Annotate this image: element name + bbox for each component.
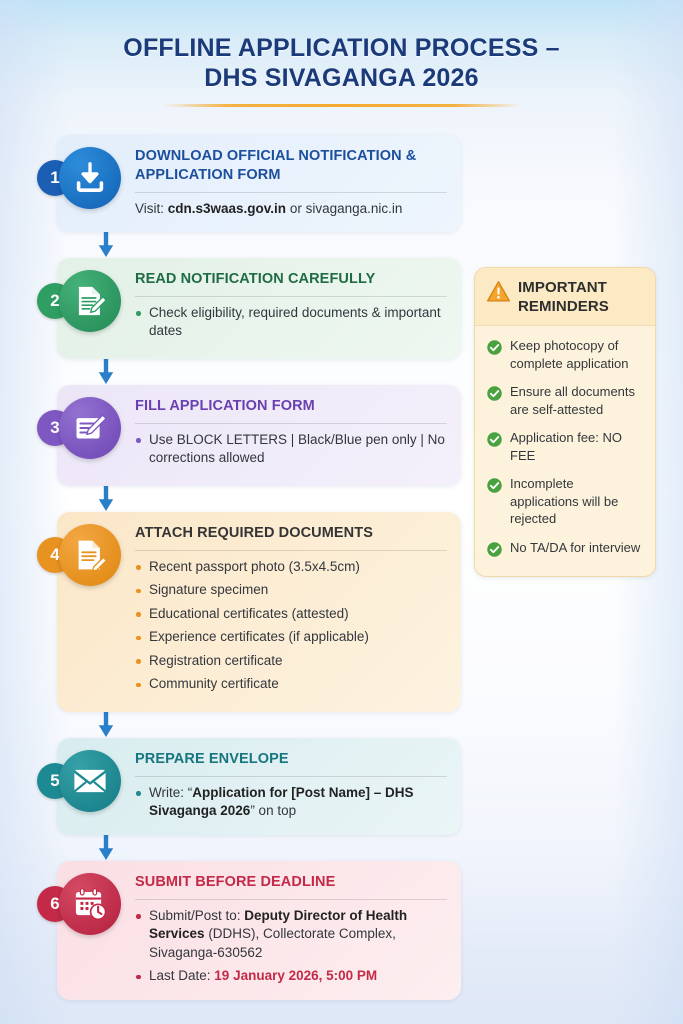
step-title-divider [135,775,447,777]
step-card: 5 PREPARE ENVELOPE Write: “Application f… [37,737,461,835]
step-title: DOWNLOAD OFFICIAL NOTIFICATION & APPLICA… [135,148,417,183]
check-circle-icon [486,337,503,361]
reminder-text: Incomplete applications will be rejected [510,476,619,526]
check-circle-icon [486,383,503,407]
list-item: Use BLOCK LETTERS | Black/Blue pen only … [135,431,447,468]
step-card: 2 READ NOTIFICATION CAREFULLY Check elig… [37,257,461,359]
step-body: Submit/Post to: Deputy Director of Healt… [135,907,447,986]
document-pencil-icon [59,269,121,332]
calendar-deadline-icon [59,872,121,935]
step-icon-cluster: 5 [37,749,129,812]
reminders-title-line-2: REMINDERS [518,298,609,315]
reminder-item: Keep photocopy of complete application [486,337,644,372]
step-body-highlight: Sivaganga 2026 [149,803,251,818]
page-header: OFFLINE APPLICATION PROCESS – DHS SIVAGA… [0,0,683,107]
step-body-highlight: cdn.s3waas.gov.in [167,201,287,216]
reminders-title: IMPORTANT REMINDERS [518,278,609,316]
list-item: Check eligibility, required documents & … [135,304,447,341]
list-item: Recent passport photo (3.5x4.5cm) [135,558,447,577]
reminder-text: Ensure all documents are self-attested [510,384,636,417]
step-title-divider [135,898,447,900]
check-circle-icon [486,429,503,453]
step-title-divider [135,549,447,551]
check-circle-icon [486,475,503,499]
reminder-item: Ensure all documents are self-attested [486,383,644,418]
step-title: SUBMIT BEFORE DEADLINE [135,873,336,890]
step-body-text: Visit: cdn.s3waas.gov.in or sivaganga.ni… [135,201,403,216]
reminder-text: No TA/DA for interview [510,539,641,555]
process-step-4: 4 ATTACH REQUIRED DOCUMENTS Recent passp… [37,511,461,712]
step-title-divider [135,422,447,424]
step-body: Write: “Application for [Post Name] – DH… [135,784,447,821]
reminders-title-line-1: IMPORTANT [518,279,607,296]
step-icon-cluster: 4 [37,523,129,586]
list-item: Experience certificates (if applicable) [135,628,447,647]
process-step-3: 3 FILL APPLICATION FORM Use BLOCK LETTER… [37,384,461,486]
step-card: 6 SUBMIT BEFORE DEADLINE Submit/Post to:… [37,860,461,1000]
check-circle-icon [486,539,503,563]
step-card: 4 ATTACH REQUIRED DOCUMENTS Recent passp… [37,511,461,712]
step-body: Use BLOCK LETTERS | Black/Blue pen only … [135,431,447,468]
process-step-2: 2 READ NOTIFICATION CAREFULLY Check elig… [37,257,461,359]
deadline-value: 19 January 2026, 5:00 PM [214,968,378,983]
important-reminders-panel: IMPORTANT REMINDERS Keep photocopy of co… [474,267,656,577]
step-bullet-list: Submit/Post to: Deputy Director of Healt… [135,907,447,986]
process-step-6: 6 SUBMIT BEFORE DEADLINE Submit/Post to:… [37,860,461,1000]
step-title: READ NOTIFICATION CAREFULLY [135,270,376,287]
attach-document-icon [59,523,121,586]
step-bullet-list: Check eligibility, required documents & … [135,304,447,341]
list-item: Write: “Application for [Post Name] – DH… [135,784,447,821]
form-pen-icon [59,396,121,459]
step-body: Visit: cdn.s3waas.gov.in or sivaganga.ni… [135,200,447,219]
step-body: Check eligibility, required documents & … [135,304,447,341]
step-title-divider [135,295,447,297]
step-body: Recent passport photo (3.5x4.5cm) Signatu… [135,558,447,694]
page-title-line-2: DHS SIVAGANGA 2026 [204,64,479,92]
step-icon-cluster: 6 [37,872,129,935]
step-icon-cluster: 3 [37,396,129,459]
reminders-header: IMPORTANT REMINDERS [475,268,655,326]
reminder-text: Application fee: NO FEE [510,430,623,463]
reminder-item: No TA/DA for interview [486,539,644,563]
step-icon-cluster: 1 [37,147,129,209]
step-card: 1 DOWNLOAD OFFICIAL NOTIFICATION & APPLI… [37,135,461,232]
process-flow: 1 DOWNLOAD OFFICIAL NOTIFICATION & APPLI… [37,135,461,1000]
reminder-item: Incomplete applications will be rejected [486,475,644,528]
flow-arrow-down-icon [57,485,461,512]
flow-arrow-down-icon [57,358,461,385]
step-body-highlight: Application for [Post Name] – DHS [192,784,414,800]
list-item: Registration certificate [135,652,447,671]
step-card: 3 FILL APPLICATION FORM Use BLOCK LETTER… [37,384,461,486]
step-title: FILL APPLICATION FORM [135,397,315,414]
flow-arrow-down-icon [57,231,461,258]
page-title-line-1: OFFLINE APPLICATION PROCESS – [123,34,560,62]
flow-arrow-down-icon [57,711,461,738]
flow-arrow-down-icon [57,834,461,861]
step-title: PREPARE ENVELOPE [135,750,289,767]
list-item: Educational certificates (attested) [135,605,447,624]
warning-triangle-icon [486,278,511,309]
list-item: Last Date: 19 January 2026, 5:00 PM [135,967,447,986]
step-title: ATTACH REQUIRED DOCUMENTS [135,524,373,541]
process-step-1: 1 DOWNLOAD OFFICIAL NOTIFICATION & APPLI… [37,135,461,232]
list-item: Community certificate [135,675,447,694]
reminder-text: Keep photocopy of complete application [510,338,629,371]
list-item: Signature specimen [135,581,447,600]
reminder-item: Application fee: NO FEE [486,429,644,464]
step-title-divider [135,192,447,193]
step-bullet-list: Write: “Application for [Post Name] – DH… [135,784,447,821]
title-underline-rule [162,104,521,107]
step-icon-cluster: 2 [37,269,129,332]
step-bullet-list: Recent passport photo (3.5x4.5cm) Signatu… [135,558,447,694]
envelope-icon [59,749,121,812]
process-step-5: 5 PREPARE ENVELOPE Write: “Application f… [37,737,461,835]
step-bullet-list: Use BLOCK LETTERS | Black/Blue pen only … [135,431,447,468]
list-item: Submit/Post to: Deputy Director of Healt… [135,907,447,963]
step-body-highlight: Deputy Director of Health Services [149,907,408,942]
download-icon [59,147,121,209]
